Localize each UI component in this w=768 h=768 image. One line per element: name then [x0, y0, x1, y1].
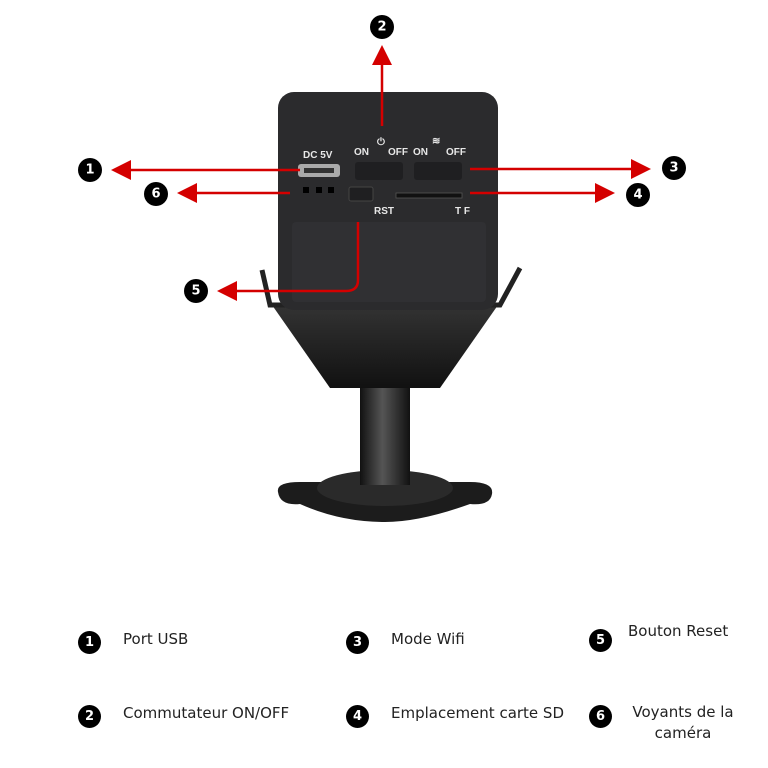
power-switch[interactable]	[355, 162, 403, 180]
power-on-label: ON	[354, 147, 369, 158]
legend-item-4: 4 Emplacement carte SD	[346, 704, 564, 728]
reset-button[interactable]	[348, 186, 374, 202]
power-icon: ⏻	[377, 136, 385, 148]
led-indicator	[316, 187, 322, 193]
callout-6: 6	[144, 182, 168, 206]
legend-item-3: 3 Mode Wifi	[346, 630, 465, 654]
legend-item-1: 1 Port USB	[78, 630, 189, 654]
legend-text: Mode Wifi	[391, 630, 465, 648]
callout-4: 4	[626, 183, 650, 207]
tf-label: T F	[455, 206, 470, 217]
legend-text: Port USB	[123, 630, 189, 648]
svg-text:4: 4	[633, 188, 642, 203]
legend-text: Voyants de la caméra	[632, 703, 734, 742]
wifi-icon: ≋	[432, 136, 440, 147]
sd-slot	[395, 192, 463, 199]
led-indicator	[303, 187, 309, 193]
svg-text:5: 5	[191, 284, 200, 299]
callout-5: 5	[184, 279, 208, 303]
callout-2: 2	[370, 15, 394, 39]
legend-badge: 2	[78, 705, 101, 728]
legend-badge: 4	[346, 705, 369, 728]
wifi-on-label: ON	[413, 147, 428, 158]
legend-item-2: 2 Commutateur ON/OFF	[78, 704, 290, 728]
camera-body: DC 5V ON OFF ⏻ ON OFF ≋ RST T F	[278, 92, 498, 310]
led-indicator	[328, 187, 334, 193]
callout-arrows	[111, 45, 651, 301]
svg-text:1: 1	[85, 163, 94, 178]
wifi-switch[interactable]	[414, 162, 462, 180]
legend-badge: 1	[78, 631, 101, 654]
legend-badge: 6	[589, 705, 612, 728]
legend-text: Commutateur ON/OFF	[123, 704, 290, 722]
wifi-off-label: OFF	[446, 147, 466, 158]
legend-badge: 3	[346, 631, 369, 654]
dc-label: DC 5V	[303, 150, 333, 161]
svg-text:2: 2	[377, 20, 386, 35]
mount-cone	[272, 305, 498, 388]
legend-item-6: 6 Voyants de la caméra	[589, 703, 738, 744]
legend-text: Bouton Reset	[628, 622, 729, 640]
callout-3: 3	[662, 156, 686, 180]
mount-stem	[360, 385, 410, 485]
svg-text:3: 3	[669, 161, 678, 176]
legend-badge: 5	[589, 629, 612, 652]
legend-item-5: 5 Bouton Reset	[589, 622, 728, 652]
rst-label: RST	[374, 206, 394, 217]
legend-text: Emplacement carte SD	[391, 704, 564, 722]
mount-base	[259, 266, 523, 522]
power-off-label: OFF	[388, 147, 408, 158]
callout-1: 1	[78, 158, 102, 182]
svg-text:6: 6	[151, 187, 160, 202]
